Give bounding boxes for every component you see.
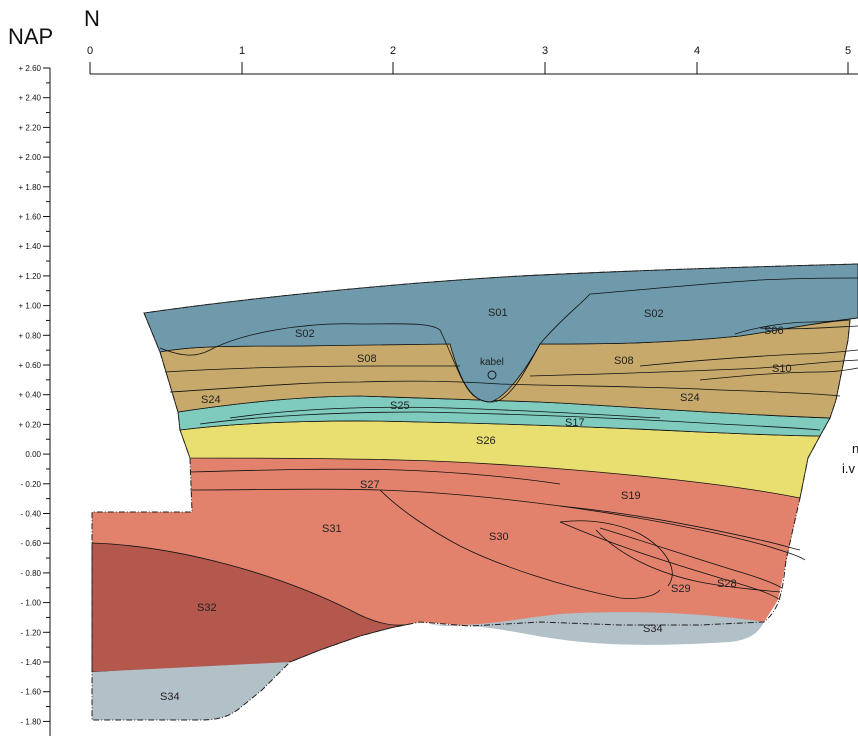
y-tick-label: - 0.80	[21, 569, 42, 578]
y-tick-label: + 1.80	[19, 183, 42, 192]
y-tick-label: 0.00	[25, 450, 41, 459]
x-tick-label: 2	[390, 45, 396, 57]
label-s02-right: S02	[644, 308, 664, 320]
x-tick-label: 5	[845, 45, 851, 57]
label-s29: S29	[671, 583, 691, 595]
label-s30: S30	[489, 531, 509, 543]
label-s26: S26	[476, 435, 496, 447]
label-s28: S28	[717, 578, 737, 590]
label-s32: S32	[197, 602, 217, 614]
y-tick-label: + 2.60	[19, 64, 42, 73]
x-tick-label: 3	[542, 45, 548, 57]
cut-off-text-1: n	[852, 441, 858, 456]
y-tick-label: - 1.60	[21, 688, 42, 697]
label-s19: S19	[621, 490, 641, 502]
label-s02-left: S02	[295, 328, 315, 340]
excavation-boundary	[91, 263, 858, 721]
y-tick-label: - 0.60	[21, 539, 42, 548]
y-tick-label: + 1.40	[19, 242, 42, 251]
vertical-scale-ticks: + 2.60 + 2.40 + 2.20 + 2.00 + 1.80 + 1.60 + 1.…	[19, 64, 50, 726]
y-tick-label: + 1.20	[19, 272, 42, 281]
y-tick-label: + 2.20	[19, 123, 42, 132]
nap-axis-title: NAP	[8, 24, 54, 49]
layer-s32	[91, 542, 411, 673]
y-tick-label: + 0.80	[19, 331, 42, 340]
label-s31: S31	[322, 523, 342, 535]
y-tick-label: - 0.20	[21, 480, 42, 489]
horizontal-scale	[89, 62, 858, 75]
label-s27: S27	[360, 479, 380, 491]
y-tick-label: + 0.20	[19, 420, 42, 429]
y-tick-label: - 1.40	[21, 658, 42, 667]
y-tick-label: + 1.60	[19, 213, 42, 222]
label-s24-right: S24	[680, 392, 700, 404]
y-tick-label: - 1.00	[21, 599, 42, 608]
y-tick-label: - 1.80	[21, 717, 42, 726]
cut-off-text-2: i.v	[842, 461, 856, 476]
label-s10: S10	[772, 363, 792, 375]
x-tick-label: 0	[87, 45, 93, 57]
label-s01: S01	[488, 307, 508, 319]
cable-marker	[487, 370, 497, 380]
layer-s34-left	[92, 662, 290, 720]
label-s24-left: S24	[201, 394, 221, 406]
y-tick-label: - 1.20	[21, 628, 42, 637]
label-s17: S17	[565, 417, 585, 429]
y-tick-label: - 0.40	[21, 510, 42, 519]
label-kabel: kabel	[480, 357, 504, 368]
y-tick-label: + 0.60	[19, 361, 42, 370]
label-s08-right: S08	[614, 355, 634, 367]
layer-s34-right	[430, 612, 764, 645]
label-s34-left: S34	[160, 691, 180, 703]
y-tick-label: + 1.00	[19, 302, 42, 311]
x-tick-label: 4	[694, 45, 700, 57]
stratigraphic-lines	[159, 277, 858, 601]
y-tick-label: + 2.00	[19, 153, 42, 162]
x-tick-label: 1	[239, 45, 245, 57]
label-s25: S25	[390, 400, 410, 412]
label-s06: S06	[764, 325, 784, 337]
y-tick-label: + 2.40	[19, 94, 42, 103]
horizontal-scale-labels: 0 1 2 3 4 5	[87, 45, 851, 57]
label-s08-left: S08	[357, 353, 377, 365]
layer-labels: S01 S02 S02 S06 S08 S08 S10 S24 S24 S25 …	[160, 307, 858, 703]
label-s34-right: S34	[643, 623, 663, 635]
y-tick-label: + 0.40	[19, 391, 42, 400]
north-indicator: N	[84, 6, 100, 31]
